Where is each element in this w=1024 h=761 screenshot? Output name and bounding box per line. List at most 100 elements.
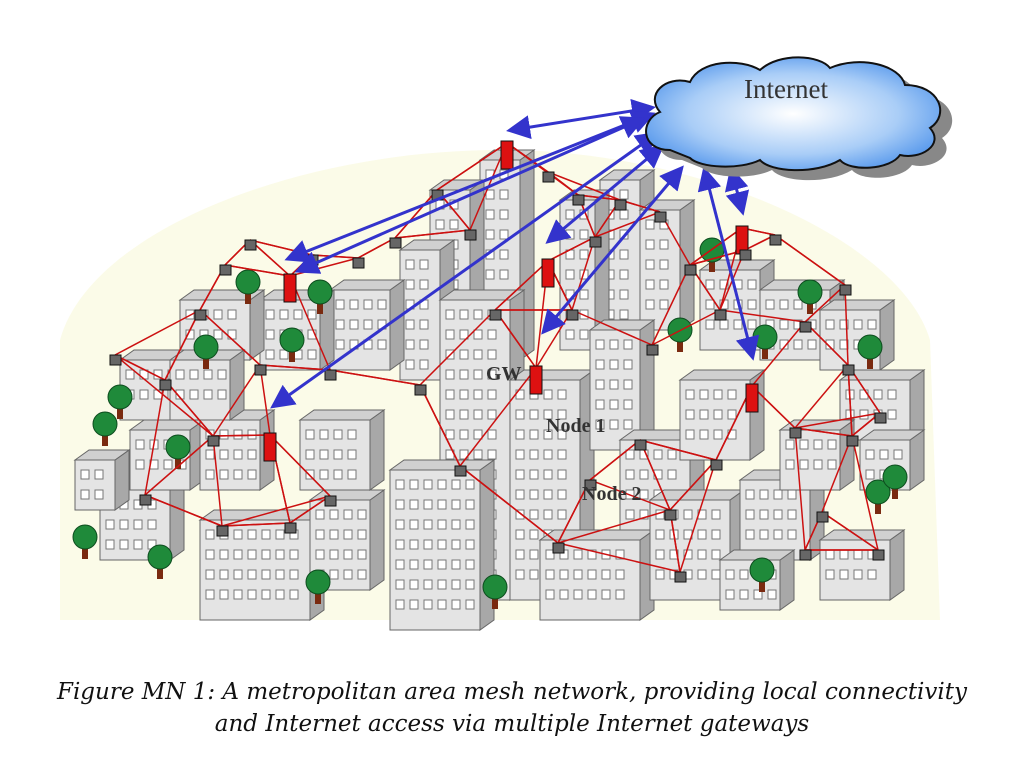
gateway-router-icon (283, 273, 297, 303)
building-window (395, 519, 405, 530)
building-window (437, 479, 447, 490)
building-window (459, 389, 469, 400)
building-window (147, 519, 157, 530)
building-window (579, 329, 589, 340)
building-window (559, 589, 569, 600)
building-window (125, 369, 135, 380)
building-window (711, 569, 721, 580)
building-window (825, 339, 835, 350)
mesh-router-icon (566, 309, 579, 321)
mesh-router-icon (846, 435, 859, 447)
building-window (595, 359, 605, 370)
building-window (233, 569, 243, 580)
building-window (719, 319, 729, 330)
building-window (459, 409, 469, 420)
building-window (451, 499, 461, 510)
building-window (655, 569, 665, 580)
building-roof (678, 369, 766, 381)
tree-trunk (175, 455, 181, 469)
building-window (609, 399, 619, 410)
building-window (515, 569, 525, 580)
building-window (659, 299, 669, 310)
building-window (409, 479, 419, 490)
building-window (659, 259, 669, 270)
mesh-router-icon (654, 211, 667, 223)
building-window (713, 409, 723, 420)
mesh-link (851, 435, 879, 551)
mesh-link (221, 522, 291, 527)
mesh-link (679, 459, 717, 573)
mesh-router-icon (489, 309, 502, 321)
building-window (787, 529, 797, 540)
building-window (565, 229, 575, 240)
building-window (409, 559, 419, 570)
building-window (739, 589, 749, 600)
building-window (275, 589, 285, 600)
building-window (203, 369, 213, 380)
building-window (853, 549, 863, 560)
building-window (557, 449, 567, 460)
building-window (459, 349, 469, 360)
building-window (275, 569, 285, 580)
tree-trunk (867, 355, 873, 369)
mesh-network-diagram: Internet GW Node 1 Node 2 (60, 56, 953, 631)
building-window (587, 589, 597, 600)
building-window (557, 409, 567, 420)
building-window (565, 209, 575, 220)
building-window (543, 389, 553, 400)
mesh-router-icon (244, 239, 257, 251)
mesh-link (557, 509, 671, 544)
mesh-link (199, 309, 261, 366)
building-window (445, 309, 455, 320)
building-window (619, 309, 629, 320)
building-window (335, 319, 345, 330)
building-window (669, 549, 679, 560)
building-window (409, 599, 419, 610)
building-window (529, 409, 539, 420)
building-window (289, 589, 299, 600)
mesh-router-icon (839, 284, 852, 296)
building-window (293, 309, 303, 320)
building-window (745, 529, 755, 540)
building-roof (298, 409, 386, 421)
mesh-router-icon (352, 257, 365, 269)
building-window (623, 339, 633, 350)
building-window (545, 569, 555, 580)
building-window (645, 239, 655, 250)
building-window (727, 389, 737, 400)
building-window (545, 589, 555, 600)
building-side (889, 529, 905, 601)
mesh-router-icon (139, 494, 152, 506)
building-window (473, 369, 483, 380)
building-window (473, 389, 483, 400)
building-window (867, 319, 877, 330)
building-window (363, 319, 373, 330)
mesh-link (269, 434, 331, 497)
mesh-router-icon (789, 427, 802, 439)
building-window (799, 459, 809, 470)
building-window (515, 429, 525, 440)
building-side (879, 299, 895, 371)
building-window (485, 229, 495, 240)
mesh-router-icon (714, 309, 727, 321)
building-window (437, 499, 447, 510)
mesh-router-icon (572, 194, 585, 206)
internet-link-arrow (506, 98, 656, 140)
building-window (465, 579, 475, 590)
building-window (395, 559, 405, 570)
building-window (139, 389, 149, 400)
building-window (451, 579, 461, 590)
building-window (655, 529, 665, 540)
building-window (785, 459, 795, 470)
mesh-router-icon (284, 522, 297, 534)
building-window (515, 549, 525, 560)
building-window (213, 329, 223, 340)
building-window (667, 469, 677, 480)
mesh-link (164, 309, 201, 381)
building-window (615, 569, 625, 580)
mesh-router-icon (552, 542, 565, 554)
mesh-link (114, 354, 166, 381)
building-window (329, 549, 339, 560)
building-window (445, 329, 455, 340)
building-window (787, 509, 797, 520)
